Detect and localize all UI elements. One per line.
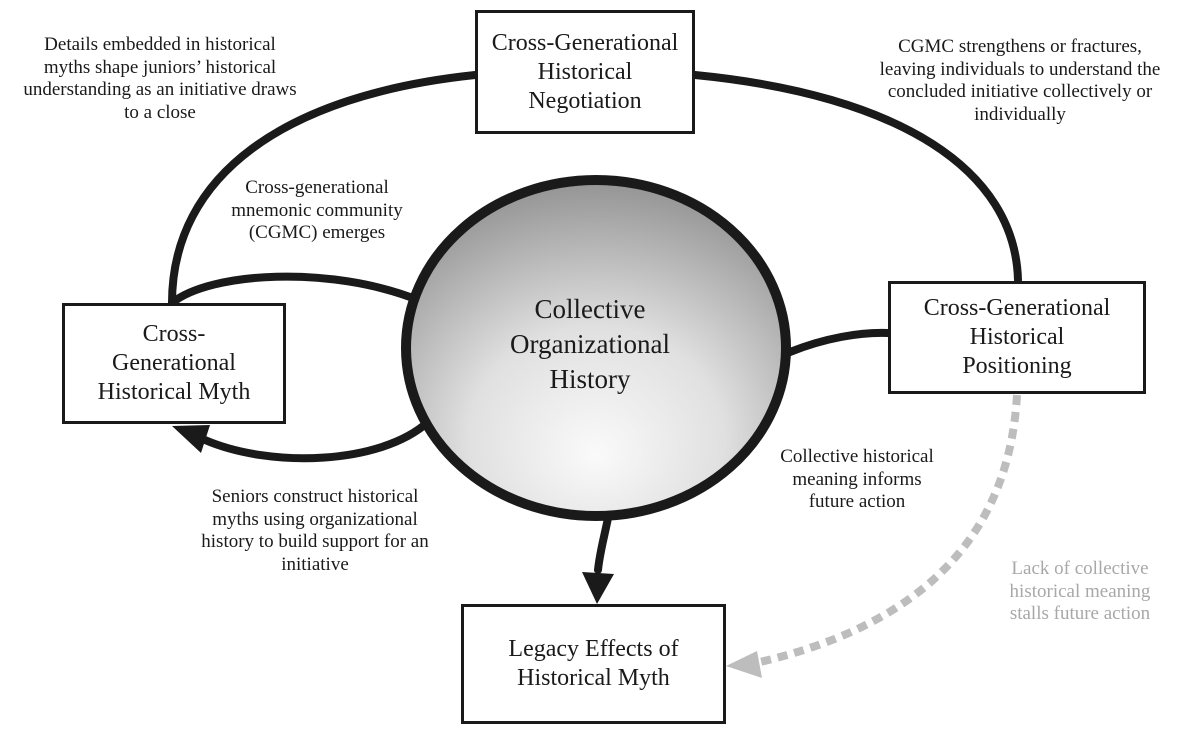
note-line: Cross-generational (245, 177, 389, 198)
note-line: myths shape juniors’ historical (43, 56, 277, 78)
note-line: initiative (281, 553, 349, 575)
note-line: mnemonic community (231, 199, 403, 221)
box-negotiation-label: Cross-Generational Historical Negotiatio… (492, 29, 679, 116)
box-label-line: Historical (537, 58, 633, 85)
box-negotiation: Cross-Generational Historical Negotiatio… (475, 10, 695, 134)
box-myth-label: Cross- Generational Historical Myth (98, 320, 251, 407)
center-label-line: Organizational (510, 329, 670, 359)
box-label-line: Legacy Effects of (508, 636, 679, 662)
center-sphere (401, 175, 791, 521)
box-label-line: Generational (112, 350, 236, 376)
connector-myth-to-negotiation (168, 71, 479, 307)
dashed-arrow-positioning-to-legacy (759, 394, 1021, 666)
note-line: Details embedded in historical (44, 34, 276, 55)
box-legacy-label: Legacy Effects of Historical Myth (508, 635, 678, 693)
note-line: stalls future action (1009, 603, 1151, 624)
note-line: Lack of collective (1011, 558, 1149, 579)
box-legacy: Legacy Effects of Historical Myth (461, 604, 726, 724)
connector-myth-to-center (168, 272, 422, 307)
box-label-line: Positioning (962, 353, 1072, 379)
box-label-line: Cross- (142, 321, 206, 347)
note-line: individually (974, 103, 1066, 125)
box-positioning-label: Cross-Generational Historical Positionin… (924, 294, 1111, 381)
dashed-arrowhead-legacy (726, 651, 762, 678)
note-seniors-construct: Seniors construct historical myths using… (170, 486, 460, 576)
center-label-line: History (549, 364, 631, 394)
note-lack-of-meaning: Lack of collective historical meaning st… (980, 558, 1180, 626)
note-line: future action (808, 491, 906, 512)
center-label-line: Collective (534, 294, 646, 324)
note-line: Collective historical (780, 446, 934, 467)
note-line: historical meaning (1009, 580, 1151, 602)
note-line: (CGMC) emerges (248, 222, 386, 243)
center-label: Collective Organizational History (480, 292, 700, 397)
box-myth: Cross- Generational Historical Myth (62, 303, 286, 424)
note-line: myths using organizational (212, 508, 418, 530)
box-label-line: Historical Myth (97, 379, 251, 405)
note-line: CGMC strengthens or fractures, (898, 36, 1142, 57)
note-cgmc-strengthens: CGMC strengthens or fractures, leaving i… (840, 36, 1200, 126)
connector-negotiation-to-positioning (691, 71, 1022, 284)
box-label-line: Negotiation (528, 87, 642, 114)
box-label-line: Cross-Generational (491, 29, 679, 56)
arrowhead-myth (172, 425, 210, 453)
box-label-line: Cross-Generational (923, 295, 1111, 321)
box-label-line: Historical Myth (517, 665, 670, 691)
arrowhead-legacy (582, 572, 614, 604)
box-positioning: Cross-Generational Historical Positionin… (888, 281, 1146, 394)
note-line: concluded initiative collectively or (887, 81, 1153, 102)
note-details-embedded: Details embedded in historical myths sha… (0, 34, 320, 124)
connector-center-to-positioning (786, 328, 892, 356)
note-line: to a close (124, 101, 196, 123)
note-line: understanding as an initiative draws (23, 79, 297, 100)
note-line: history to build support for an (201, 531, 429, 552)
note-line: meaning informs (792, 468, 922, 490)
note-line: leaving individuals to understand the (879, 58, 1161, 80)
box-label-line: Historical (969, 324, 1065, 350)
note-cgmc-emerges: Cross-generational mnemonic community (C… (212, 177, 422, 245)
arrow-center-to-myth (201, 418, 432, 463)
note-line: Seniors construct historical (211, 486, 419, 507)
note-collective-meaning: Collective historical meaning informs fu… (752, 446, 962, 514)
